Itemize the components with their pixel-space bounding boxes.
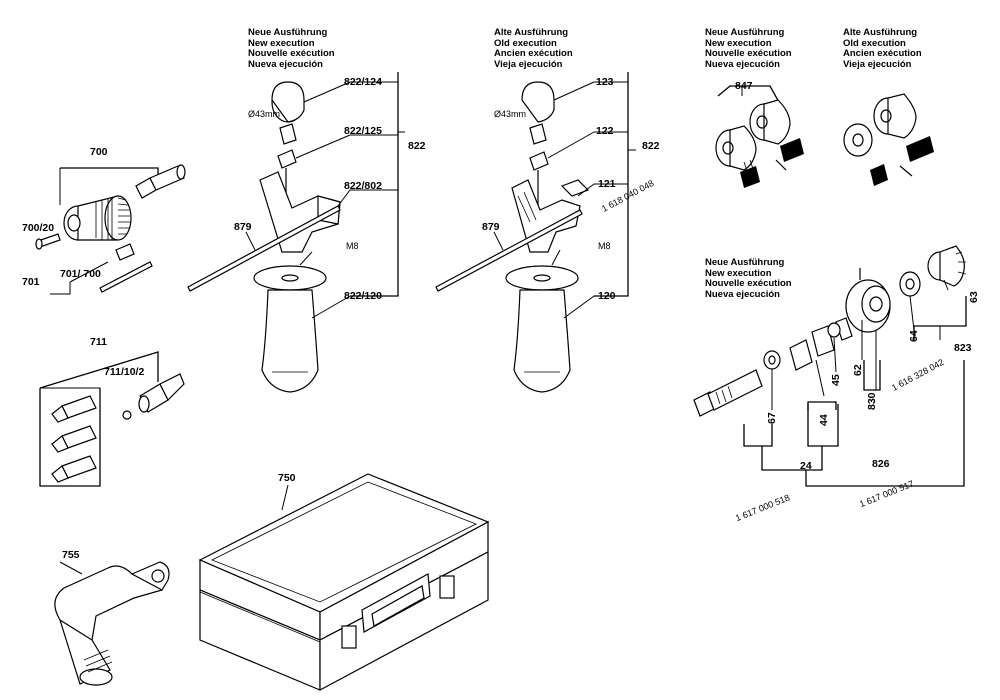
part-44-label: 44: [818, 414, 830, 426]
part-847-label: 847: [735, 80, 753, 92]
part-755-label: 755: [62, 549, 80, 561]
header-line-en: New execution: [705, 267, 772, 279]
part-750-label: 750: [278, 472, 296, 484]
screwdriver-bit-set: [39, 351, 185, 487]
part-879-label: 879: [234, 221, 252, 233]
part-822-125-label: 822/125: [344, 125, 382, 137]
header-line-es: Nueva ejecución: [705, 288, 780, 300]
part-122-label: 122: [596, 125, 614, 137]
part-822-label: 822: [408, 140, 426, 152]
header-old-execution-right: Alte Ausführung Old execution Ancien exé…: [843, 27, 922, 70]
right-angle-attachment: [54, 561, 170, 686]
part-830-label: 830: [866, 392, 878, 410]
bit-3: [51, 455, 97, 483]
thread-annotation-new: M8: [346, 241, 359, 251]
part-700-20-label: 700/20: [22, 222, 55, 234]
part-701-label: 701: [22, 276, 40, 288]
part-711-10-2-label: 711/10/2: [104, 366, 145, 378]
side-handle-new-execution: [187, 72, 405, 393]
part-822-124-label: 822/124: [344, 76, 382, 88]
part-45-label: 45: [830, 374, 842, 386]
carrying-case: [198, 473, 490, 692]
part-67-label: 67: [766, 412, 778, 424]
header-line-fr: Nouvelle exécution: [248, 48, 335, 59]
header-line-de: Neue Ausführung: [705, 27, 785, 38]
header-line-fr: Nouvelle exécution: [705, 48, 792, 59]
header-line-en: Old execution: [494, 37, 557, 49]
diameter-annotation-old: Ø43mm: [494, 109, 527, 119]
header-line-de: Alte Ausführung: [494, 27, 569, 38]
header-line-es: Nueva ejecución: [705, 58, 780, 70]
part-879-old-label: 879: [482, 221, 500, 233]
bit-2: [51, 425, 97, 453]
part-123-label: 123: [596, 76, 614, 88]
header-line-en: Old execution: [843, 37, 906, 49]
drill-chuck-assembly: [35, 164, 186, 295]
part-822-120-label: 822/120: [344, 290, 382, 302]
header-line-de: Neue Ausführung: [705, 257, 785, 268]
header-new-execution-lower: Neue Ausführung New execution Nouvelle e…: [705, 257, 792, 300]
gear-assembly: [693, 245, 967, 487]
header-line-en: New execution: [705, 37, 772, 49]
part-822-802-label: 822/802: [344, 180, 382, 192]
part-823-label: 823: [954, 342, 972, 354]
header-line-es: Nueva ejecución: [248, 58, 323, 70]
part-62-label: 62: [852, 364, 864, 376]
header-line-es: Vieja ejecución: [494, 58, 563, 70]
diameter-annotation-new: Ø43mm: [248, 109, 281, 119]
header-new-execution-right: Neue Ausführung New execution Nouvelle e…: [705, 27, 792, 70]
bit-1: [51, 395, 97, 423]
header-line-es: Vieja ejecución: [843, 58, 912, 70]
part-701-700-label: 701/ 700: [60, 268, 101, 280]
part-64-label: 64: [908, 330, 920, 342]
part-822-old-label: 822: [642, 140, 660, 152]
part-24-label: 24: [800, 460, 812, 472]
header-line-de: Neue Ausführung: [248, 27, 328, 38]
header-line-en: New execution: [248, 37, 315, 49]
header-line-de: Alte Ausführung: [843, 27, 918, 38]
header-line-fr: Ancien exécution: [494, 48, 573, 59]
header-line-fr: Ancien exécution: [843, 48, 922, 59]
part-826-label: 826: [872, 458, 890, 470]
part-63-label: 63: [968, 291, 980, 303]
part-120-label: 120: [598, 290, 616, 302]
header-old-execution-center: Alte Ausführung Old execution Ancien exé…: [494, 27, 573, 70]
brush-holder-new: [715, 85, 804, 188]
brush-holder-old: [843, 93, 934, 186]
side-handle-old-execution: [435, 72, 636, 393]
part-700-label: 700: [90, 146, 108, 158]
header-line-fr: Nouvelle exécution: [705, 278, 792, 289]
part-121-label: 121: [598, 178, 616, 190]
part-711-label: 711: [90, 336, 107, 348]
thread-annotation-old: M8: [598, 241, 611, 251]
header-new-execution-center: Neue Ausführung New execution Nouvelle e…: [248, 27, 335, 70]
